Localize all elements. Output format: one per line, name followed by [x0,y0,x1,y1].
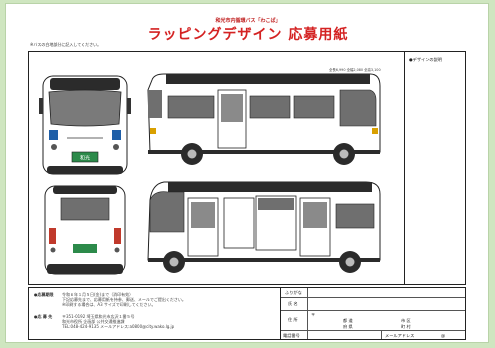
instruction-note: ※バスの白地部分に記入してください。 [30,42,102,47]
email-field[interactable] [409,331,463,339]
deadline-line-3: ※印刷する場合は、A3 サイズで印刷してください。 [62,302,156,307]
bus-rear-view[interactable] [39,182,131,278]
name-label: 氏 名 [288,301,298,306]
organizer-label: 和光市内循環バス「わこぱ」 [215,18,281,24]
contact-label: ●応 募 先 [34,314,53,319]
deadline-label: ●応募期限 [34,292,54,297]
contact-row: ●応 募 先 〒351-0192 埼玉県和光市広沢１番５号 和光市役所 企画部 … [34,314,174,329]
applicant-form: ふりがな 氏 名 住 所 〒 都 道 府 県 市 区 町 村 電話番号 メールア… [281,288,465,339]
design-description-label: ●デザインの説明 [409,57,442,62]
name-field[interactable] [309,298,463,309]
contact-line-3: TEL:048-424-9135 メールアドレス:a0800@city.wako… [62,324,175,329]
address-field[interactable] [309,311,463,329]
phone-label: 電話番号 [283,333,300,338]
design-frame: 全長6,990 全幅2,080 全高3,100 ●デザインの説明 和光 [28,51,466,285]
contact-line-1: 〒351-0192 埼玉県和光市広沢１番５号 [62,314,135,319]
page-title: ラッピングデザイン 応募用紙 [147,27,349,43]
bus-front-view[interactable]: 和光 [39,72,131,178]
city-label-1: 市 区 [401,318,411,323]
address-label: 住 所 [288,317,298,322]
contact-line-2: 和光市役所 企画部 公共交通推進課 [62,319,125,324]
phone-field[interactable] [309,331,379,339]
application-sheet: 和光市内循環バス「わこぱ」 ラッピングデザイン 応募用紙 ※バスの白地部分に記入… [5,3,489,343]
front-plate-text: 和光 [80,155,90,162]
furigana-label: ふりがな [285,290,302,295]
prefecture-label-2: 府 県 [343,324,353,329]
frame-divider [404,52,405,284]
dimensions-note: 全長6,990 全幅2,080 全高3,100 [329,68,381,72]
postal-mark: 〒 [311,312,316,317]
email-at-mark: @ [441,333,446,338]
city-label-2: 町 村 [401,324,411,329]
bus-side-view-left[interactable] [144,178,384,278]
email-label: メールアドレス [385,333,415,338]
deadline-row: ●応募期限 令和６年１月５日(金)まで（消印有効） 下記応募先まで、応募用紙を持… [34,292,186,307]
prefecture-label-1: 都 道 [343,318,353,323]
info-section: ●応募期限 令和６年１月５日(金)まで（消印有効） 下記応募先まで、応募用紙を持… [28,287,466,340]
info-divider [280,288,281,339]
deadline-line-2: 下記応募先まで、応募用紙を持参、郵送、メールでご提出ください。 [62,297,186,302]
deadline-line-1: 令和６年１月５日(金)まで（消印有効） [62,292,134,297]
bus-side-view-right[interactable] [144,70,384,170]
